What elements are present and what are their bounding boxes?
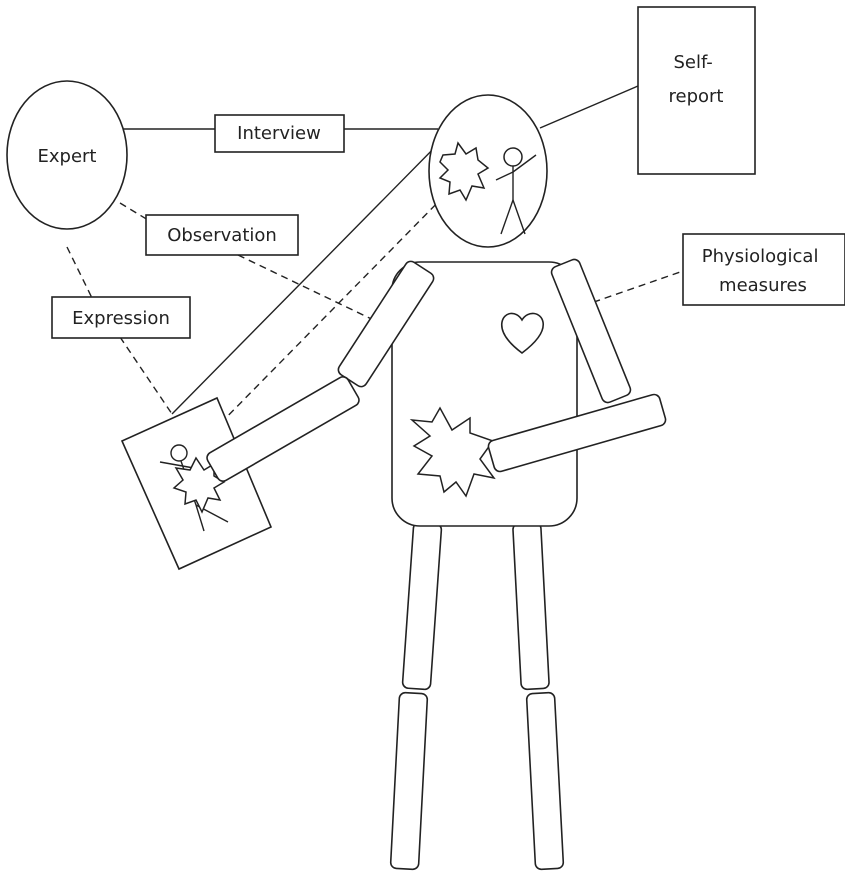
physiological-label: Physiological measures — [702, 246, 824, 296]
self-report-node — [637, 6, 756, 175]
physiological-label-box — [682, 233, 845, 306]
drawing-to-head-line — [171, 136, 446, 415]
observation-label-box — [145, 214, 299, 256]
left-forearm — [206, 376, 360, 482]
left-upper-leg — [401, 521, 443, 691]
expert-node — [6, 80, 128, 230]
physiological-label-line2: measures — [719, 275, 807, 296]
observation-label: Observation — [167, 225, 277, 246]
self-report-label: Self- report — [669, 52, 724, 107]
drawing-burst-icon — [172, 456, 226, 514]
self-report-line — [539, 85, 639, 129]
right-lower-leg — [525, 691, 565, 871]
expert-label: Expert — [38, 146, 97, 167]
expression-label-box — [51, 296, 191, 339]
observation-line-a — [119, 202, 149, 221]
left-lower-leg — [389, 691, 429, 871]
stomach-burst-icon — [409, 406, 496, 498]
drawing-to-head-dashed-line — [211, 189, 451, 433]
self-report-label-line1: Self- — [673, 52, 712, 73]
head-stick-figure-icon — [495, 147, 537, 235]
heart-icon — [500, 312, 544, 355]
right-upper-arm — [550, 258, 632, 404]
head-stick-figure-head — [503, 147, 523, 167]
head — [428, 94, 548, 248]
right-forearm — [487, 393, 667, 473]
held-drawing-card — [120, 396, 273, 571]
expression-line-b — [119, 336, 173, 415]
interview-label: Interview — [237, 123, 321, 144]
physiological-label-line1: Physiological — [702, 246, 819, 267]
right-upper-leg — [512, 521, 550, 691]
head-burst-icon — [438, 141, 490, 202]
left-upper-arm — [337, 260, 435, 388]
interview-label-box — [214, 114, 345, 153]
expression-label: Expression — [72, 308, 170, 329]
self-report-label-line2: report — [669, 86, 724, 107]
expression-line-a — [66, 246, 93, 299]
